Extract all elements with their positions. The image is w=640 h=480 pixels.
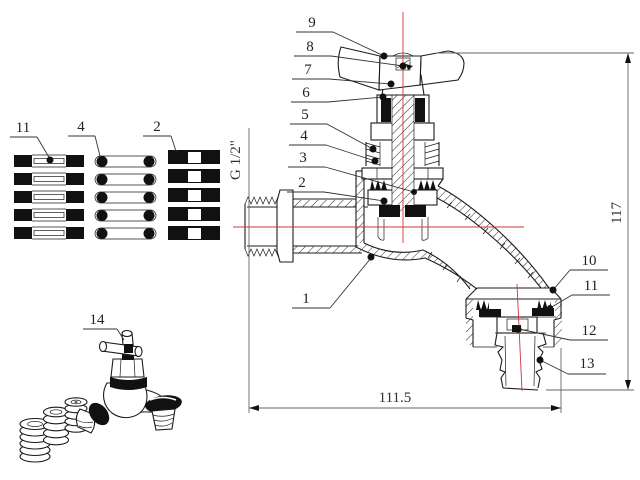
callout-9-label: 9 (308, 15, 316, 31)
valve-body-section (355, 170, 550, 290)
callout-4: 4 (289, 128, 379, 165)
callout-2-stack: 2 (143, 119, 181, 160)
seat-seal-right (405, 205, 426, 217)
thread-spec: G 1/2" (228, 140, 244, 180)
callout-14-label: 14 (90, 312, 106, 328)
dim-height-label: 117 (609, 202, 625, 224)
main-section-view (233, 12, 562, 392)
outlet-washer-right (532, 308, 554, 316)
callout-2: 2 (287, 175, 388, 205)
centerlines (233, 12, 524, 392)
seal-stack: 2 (143, 119, 220, 240)
callout-11-stack-dot (46, 156, 54, 164)
inlet-section (244, 189, 368, 263)
callout-3-label: 3 (299, 150, 307, 166)
callout-3: 3 (288, 150, 417, 195)
callout-11-stack: 11 (10, 120, 54, 164)
seal-rows (168, 150, 220, 240)
callout-5: 5 (290, 107, 377, 153)
thread-spec-label: G 1/2" (228, 140, 244, 180)
washer-rows (14, 154, 84, 240)
assembled-faucet (75, 329, 182, 434)
callout-2-stack-dot (173, 152, 181, 160)
callout-7-label: 7 (304, 62, 312, 78)
dimension-height: 117 (436, 52, 634, 391)
callout-9: 9 (296, 15, 388, 60)
callout-8: 8 (294, 39, 407, 70)
callout-12-label: 12 (582, 323, 597, 339)
callout-1: 1 (292, 253, 375, 309)
callout-10: 10 (549, 253, 608, 294)
callout-5-label: 5 (301, 107, 309, 123)
callout-13-label: 13 (580, 356, 595, 372)
dimension-length: 111.5 (248, 128, 562, 413)
callout-2-stack-label: 2 (153, 119, 161, 135)
callout-6: 6 (291, 85, 387, 103)
washer-stack: 11 (10, 120, 84, 240)
callout-11-label: 11 (584, 278, 598, 294)
callout-11: 11 (547, 278, 610, 311)
outlet-washer-left (479, 309, 501, 317)
callout-2-label: 2 (298, 175, 306, 191)
callout-12: 12 (514, 323, 608, 341)
callout-4-stack-dot (97, 157, 105, 165)
gasket-ring-stacks (19, 397, 88, 463)
callout-1-label: 1 (302, 291, 310, 307)
callout-13: 13 (536, 356, 606, 375)
callout-6-label: 6 (302, 85, 310, 101)
assembled-view: 14 (19, 312, 182, 463)
callout-8-label: 8 (306, 39, 314, 55)
callout-10-label: 10 (582, 253, 597, 269)
outlet-assembly (465, 287, 562, 391)
callout-14: 14 (83, 312, 125, 341)
callout-4-stack-label: 4 (77, 119, 85, 135)
seat-seal-left (379, 205, 400, 217)
oring-stack: 4 (68, 119, 157, 240)
callout-4-label: 4 (300, 128, 308, 144)
callout-4-stack: 4 (68, 119, 105, 165)
dim-length-label: 111.5 (379, 390, 412, 406)
callout-11-stack-label: 11 (16, 120, 30, 136)
oring-rows (94, 155, 157, 240)
callout-7: 7 (292, 62, 395, 88)
